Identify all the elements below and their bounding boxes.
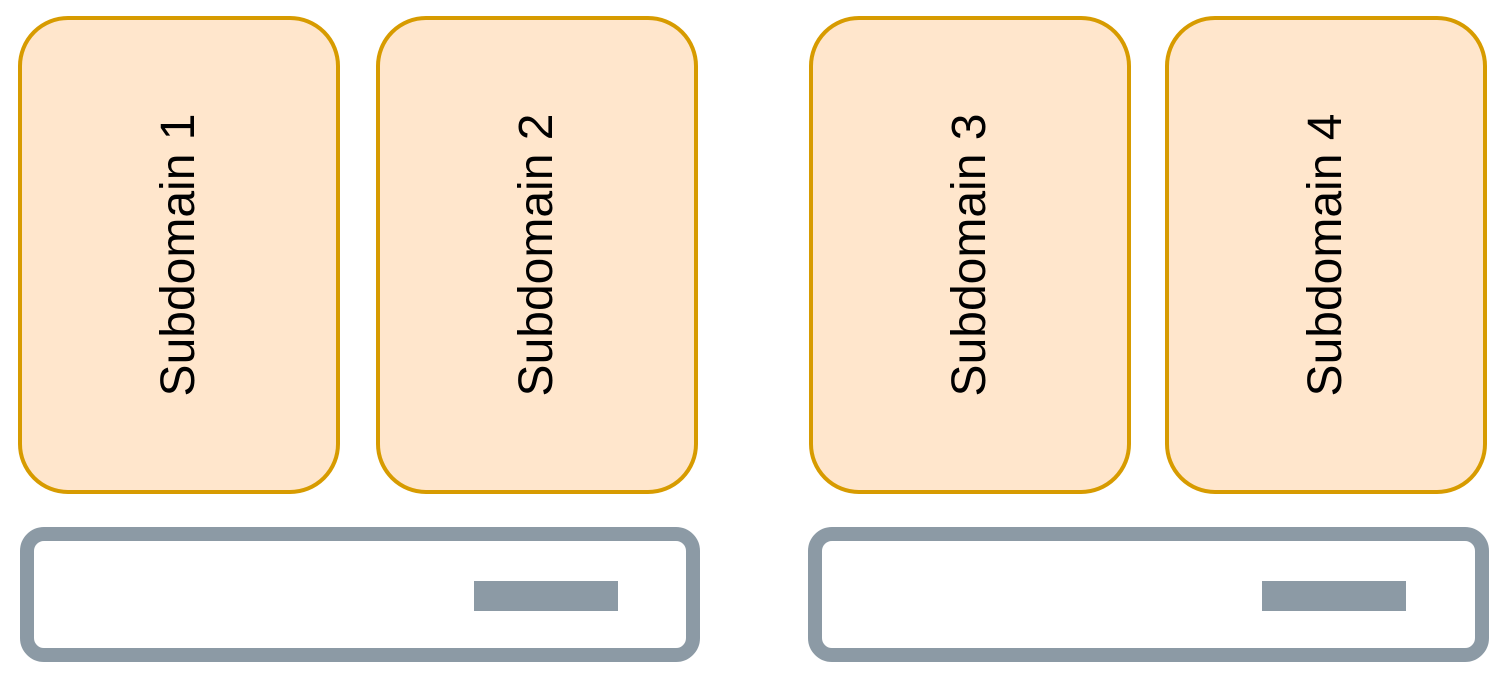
server-slot	[474, 581, 618, 611]
subdomain-label: Subdomain 4	[1299, 113, 1352, 397]
subdomain-box-2: Subdomain 2	[376, 16, 698, 494]
subdomain-box-1: Subdomain 1	[18, 16, 340, 494]
server-slot	[1262, 581, 1406, 611]
server-icon	[808, 527, 1489, 662]
subdomain-box-4: Subdomain 4	[1165, 16, 1487, 494]
subdomain-label: Subdomain 3	[943, 113, 996, 397]
subdomain-label: Subdomain 2	[510, 113, 563, 397]
subdomain-box-3: Subdomain 3	[809, 16, 1131, 494]
subdomain-label: Subdomain 1	[152, 113, 205, 397]
server-icon	[20, 527, 700, 662]
